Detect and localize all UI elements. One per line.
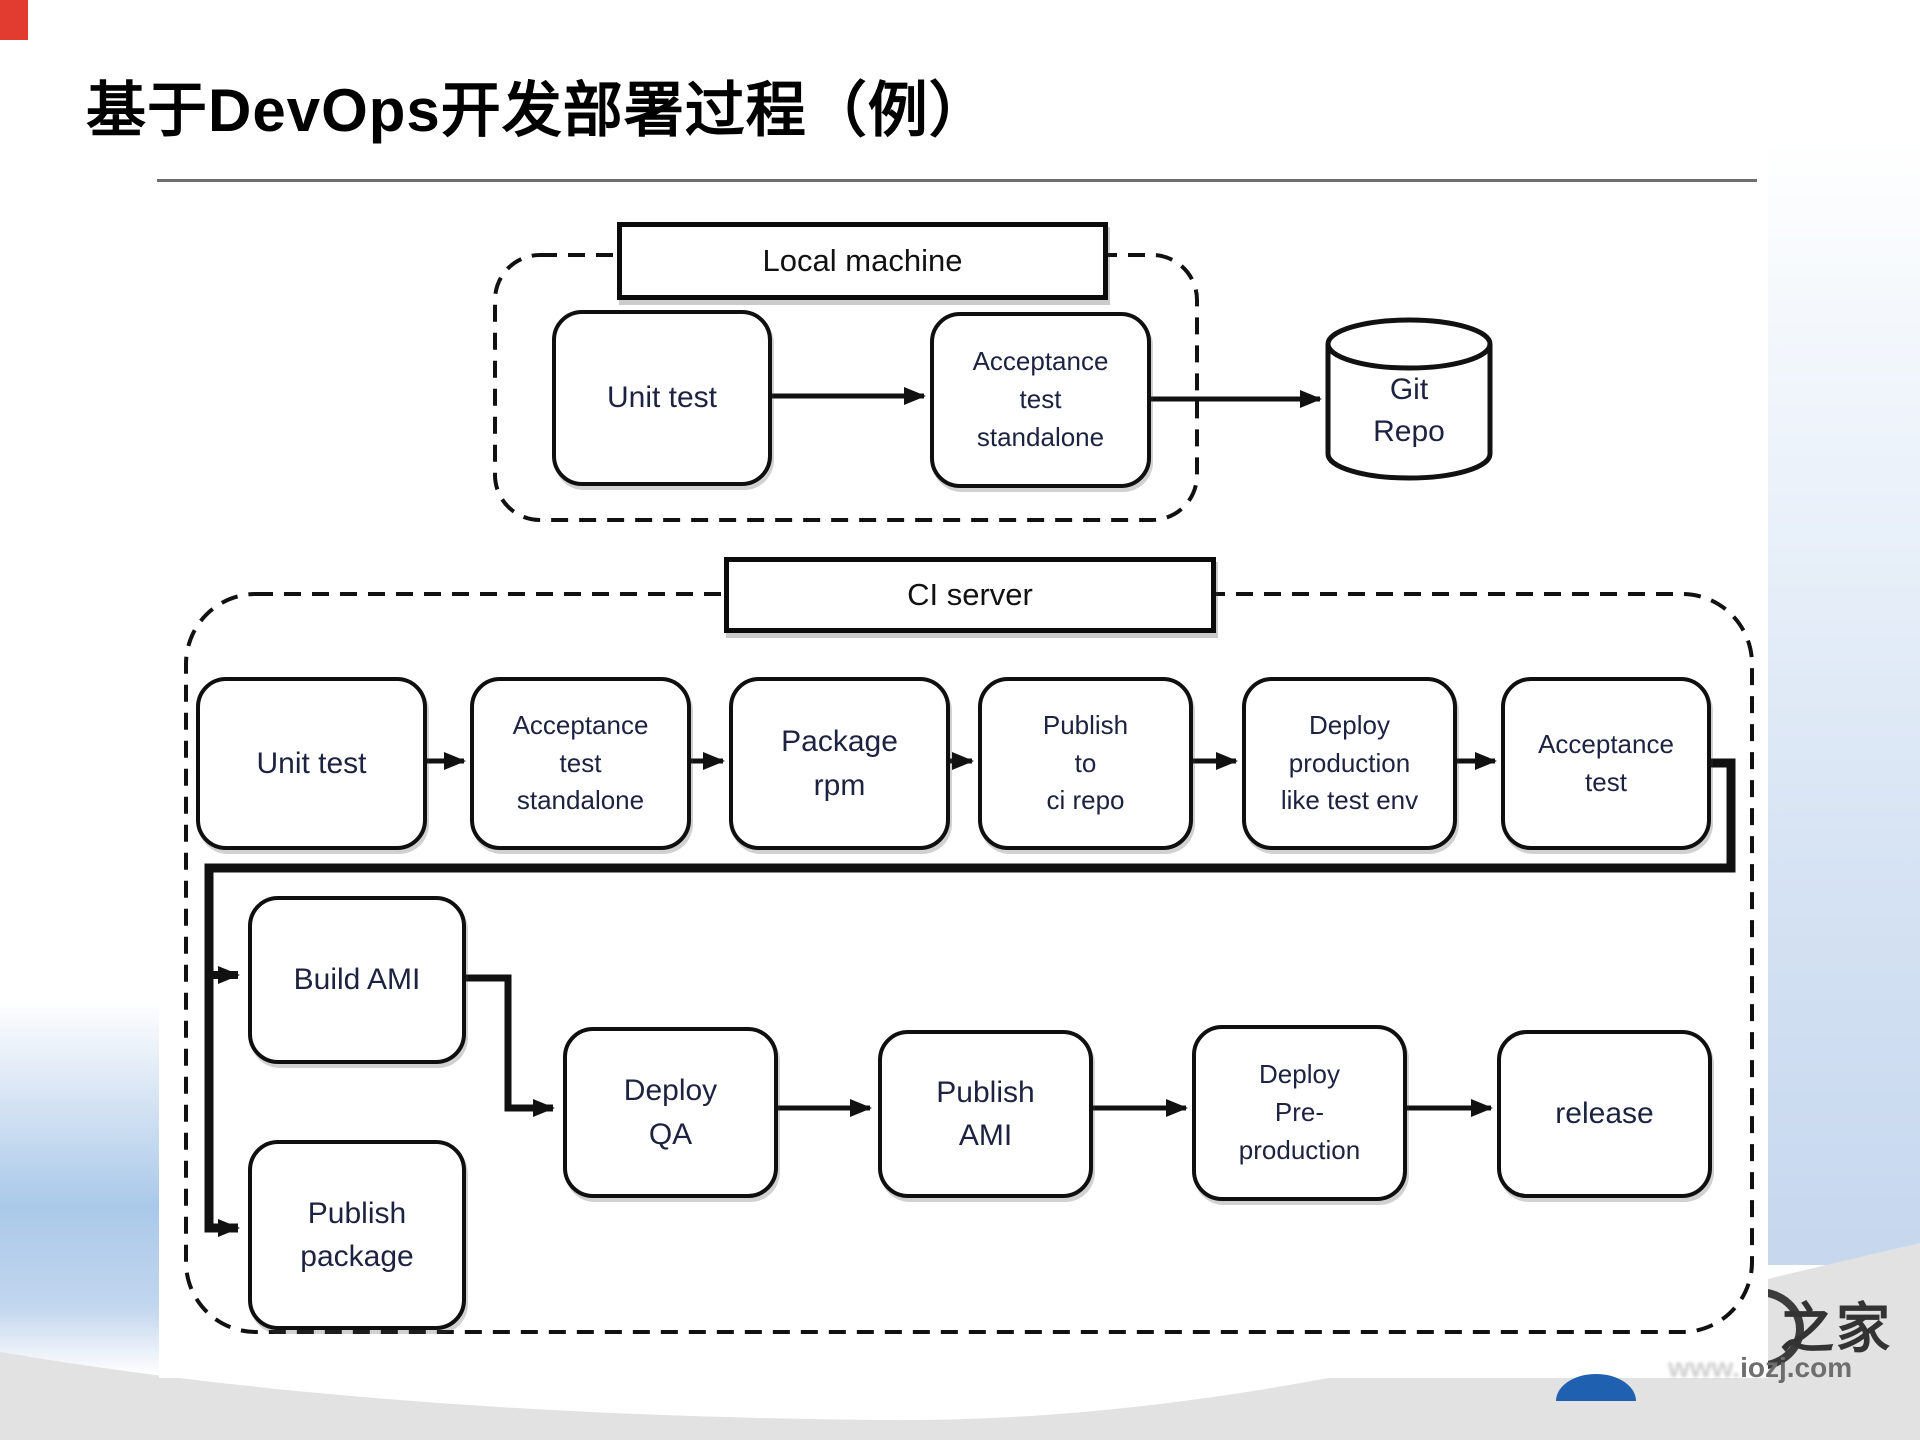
- node-publish-to-ci-repo: Publish to ci repo: [978, 677, 1193, 850]
- node-publish-package: Publish package: [248, 1140, 466, 1330]
- corner-accent-marker: [0, 0, 28, 40]
- node-deploy-pre-production: Deploy Pre- production: [1192, 1025, 1407, 1201]
- git-repo-cylinder-icon: [1325, 317, 1493, 481]
- watermark-url-prefix: www.: [1668, 1352, 1741, 1383]
- title-divider: [157, 179, 1757, 182]
- node-build-ami: Build AMI: [248, 896, 466, 1064]
- ci-server-label: CI server: [724, 557, 1216, 633]
- page-title: 基于DevOps开发部署过程（例）: [86, 77, 990, 144]
- local-machine-container: [493, 253, 1199, 522]
- local-machine-label: Local machine: [617, 222, 1108, 300]
- node-local-unit-test: Unit test: [552, 310, 772, 486]
- node-git-repo: Git Repo: [1373, 373, 1445, 448]
- node-publish-ami: Publish AMI: [878, 1030, 1093, 1198]
- node-local-acceptance-test-standalone: Acceptance test standalone: [930, 312, 1151, 488]
- node-deploy-qa: Deploy QA: [563, 1027, 778, 1198]
- watermark-url-domain: iozj.com: [1740, 1352, 1853, 1383]
- watermark-url: www.iozj.com: [1668, 1352, 1852, 1384]
- node-ci-acceptance-test-standalone: Acceptance test standalone: [470, 677, 691, 850]
- node-deploy-production-like-test-env: Deploy production like test env: [1242, 677, 1457, 850]
- node-release: release: [1497, 1030, 1712, 1198]
- node-ci-acceptance-test: Acceptance test: [1501, 677, 1711, 850]
- background-right-gradient: [1768, 140, 1920, 1265]
- node-ci-unit-test: Unit test: [196, 677, 427, 850]
- node-package-rpm: Package rpm: [729, 677, 950, 850]
